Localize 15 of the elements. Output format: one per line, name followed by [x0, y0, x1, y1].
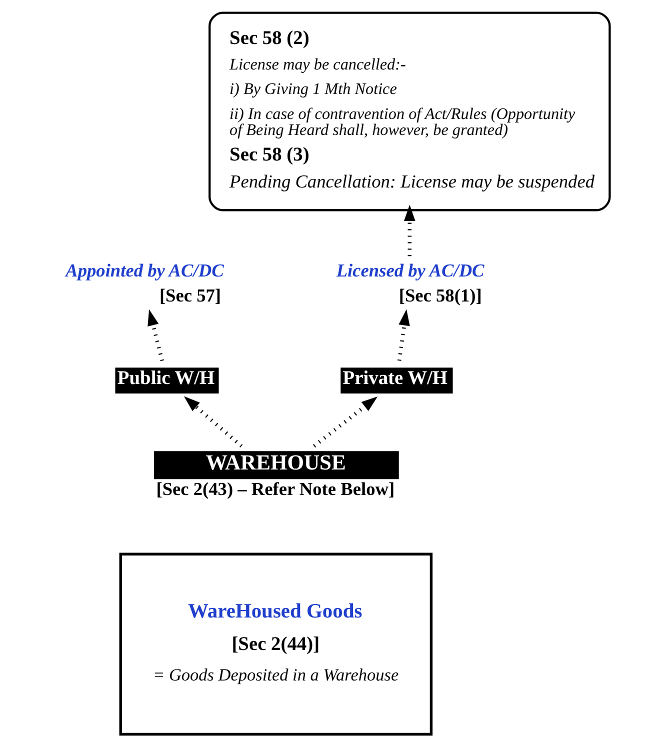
node-box: Public W/H [115, 368, 219, 394]
node-text: Appointed by AC/DC [66, 260, 224, 281]
node-label: [Sec 2(43) – Refer Note Below] [156, 478, 395, 499]
arrow [148, 309, 164, 362]
node-box: Private W/H [340, 368, 453, 394]
node-box: WareHoused Goods [Sec 2(44)] = Goods Deposited in a Warehouse [119, 552, 433, 736]
node-box: WAREHOUSE [154, 451, 399, 480]
arrow [184, 396, 243, 448]
node-label: [Sec 58(1)] [398, 285, 482, 306]
arrow [397, 309, 410, 361]
arrow [404, 204, 416, 256]
node-box: Sec 58 (2) License may be cancelled:- i) By Giving 1 Mth Notice ii) In case of contravention of Act/Rules (Opportunity of Being Heard shall, however, be granted) Sec 58 (3) Pending Cancellation: License may be suspended [208, 12, 611, 212]
node-label: [Sec 57] [159, 285, 222, 306]
node-text: Licensed by AC/DC [336, 260, 484, 281]
arrow [312, 396, 378, 448]
